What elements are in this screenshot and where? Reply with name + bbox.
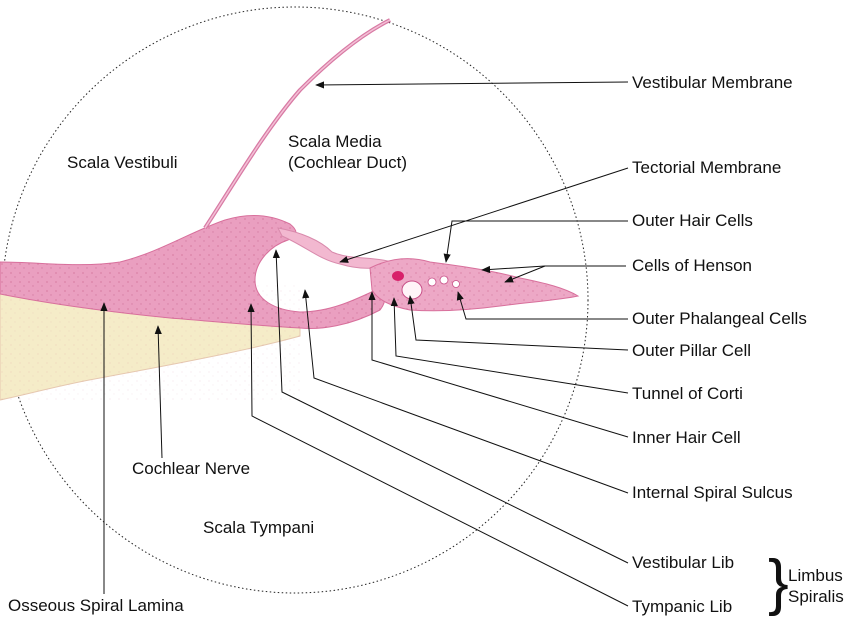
label-scala-media: Scala Media <box>288 132 382 152</box>
leader-tympanic-lib <box>251 304 628 606</box>
limbus-brace: } <box>768 552 789 614</box>
leader-tectorial-membrane <box>340 168 628 262</box>
label-tympanic-lib: Tympanic Lib <box>632 597 732 617</box>
leader-inner-hair-cell <box>372 292 628 437</box>
leader-cells-of-henson <box>482 266 626 270</box>
label-internal-spiral-sulcus: Internal Spiral Sulcus <box>632 483 793 503</box>
inner-hair-cell-mark <box>392 271 404 281</box>
label-scala-vestibuli: Scala Vestibuli <box>67 153 178 173</box>
label-cochlear-duct: (Cochlear Duct) <box>288 153 407 173</box>
leader-outer-hair-cells <box>446 221 628 262</box>
label-outer-pillar-cell: Outer Pillar Cell <box>632 341 751 361</box>
label-cochlear-nerve: Cochlear Nerve <box>132 459 250 479</box>
vestibular-membrane-line <box>205 20 390 228</box>
label-osseous-spiral-lamina: Osseous Spiral Lamina <box>8 596 184 616</box>
label-spiralis: Spiralis <box>788 587 844 607</box>
label-vestibular-lib: Vestibular Lib <box>632 553 734 573</box>
tectorial-membrane-tissue <box>278 228 392 268</box>
label-scala-tympani: Scala Tympani <box>203 518 314 538</box>
label-outer-hair-cells: Outer Hair Cells <box>632 211 753 231</box>
label-tunnel-of-corti: Tunnel of Corti <box>632 384 743 404</box>
label-inner-hair-cell: Inner Hair Cell <box>632 428 741 448</box>
tunnel-of-corti-space <box>402 281 422 299</box>
label-vestibular-membrane: Vestibular Membrane <box>632 73 793 93</box>
label-limbus: Limbus <box>788 566 843 586</box>
label-outer-phalangeal-cells: Outer Phalangeal Cells <box>632 309 807 329</box>
label-tectorial-membrane: Tectorial Membrane <box>632 158 781 178</box>
leader-tunnel-of-corti <box>394 298 628 393</box>
label-cells-of-henson: Cells of Henson <box>632 256 752 276</box>
leader-vestibular-membrane <box>316 82 628 85</box>
